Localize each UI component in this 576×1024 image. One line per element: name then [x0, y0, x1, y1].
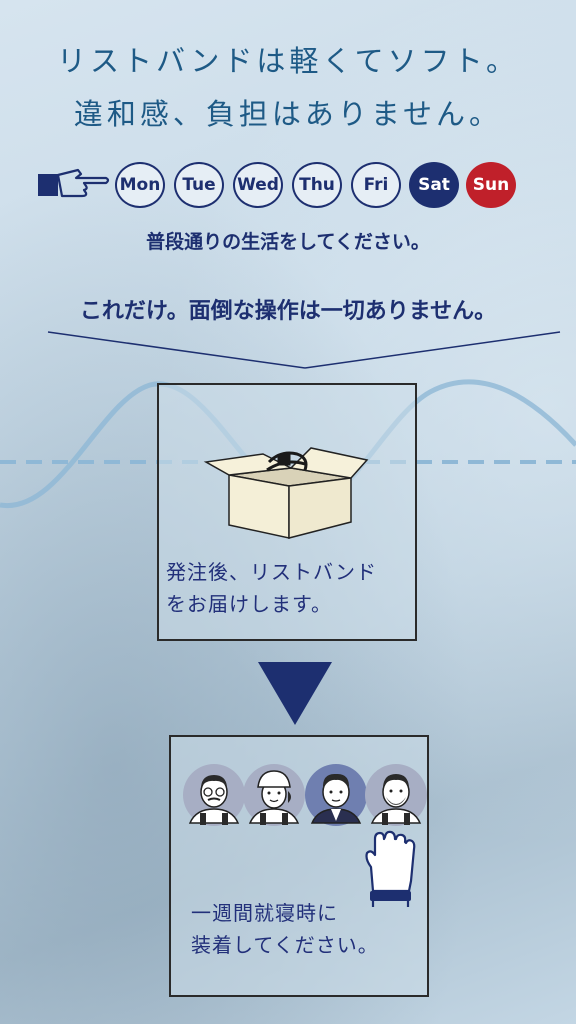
- divider-left: [47, 331, 306, 369]
- day-thu: Thu: [292, 162, 342, 208]
- headline-line-2: 違和感、負担はありません。: [73, 97, 503, 131]
- step-1-card: 発注後、リストバンド をお届けします。: [157, 383, 417, 641]
- step-1-line-2: をお届けします。: [166, 592, 332, 616]
- divider-right: [304, 331, 561, 369]
- open-box-icon: [203, 447, 369, 539]
- step-1-line-1: 発注後、リストバンド: [166, 560, 377, 584]
- step-2-text: 一週間就寝時に 装着してください。: [191, 897, 379, 961]
- pointing-hand-icon: [38, 168, 110, 198]
- wristband-icon: [266, 451, 308, 472]
- step-2-card: 一週間就寝時に 装着してください。: [169, 735, 429, 997]
- day-mon: Mon: [115, 162, 165, 208]
- tagline: これだけ。面倒な操作は一切ありません。: [79, 298, 497, 324]
- subline: 普段通りの生活をしてください。: [146, 231, 430, 253]
- day-sun: Sun: [466, 162, 516, 208]
- avatar-suit-man-icon: [305, 764, 367, 826]
- avatar-beard-man-icon: [365, 764, 427, 826]
- step-2-line-1: 一週間就寝時に: [191, 901, 338, 925]
- wristband-icon: [370, 891, 411, 901]
- step-2-line-2: 装着してください。: [191, 933, 379, 957]
- avatar-cap-woman-icon: [243, 764, 305, 826]
- step-1-text: 発注後、リストバンド をお届けします。: [166, 556, 377, 620]
- avatar-glasses-man-icon: [183, 764, 245, 826]
- day-fri: Fri: [351, 162, 401, 208]
- day-tue: Tue: [174, 162, 224, 208]
- down-arrow-icon: [258, 662, 332, 725]
- headline-line-1: リストバンドは軽くてソフト。: [56, 44, 519, 78]
- raised-hand-icon: [365, 830, 416, 907]
- day-wed: Wed: [233, 162, 283, 208]
- day-sat: Sat: [409, 162, 459, 208]
